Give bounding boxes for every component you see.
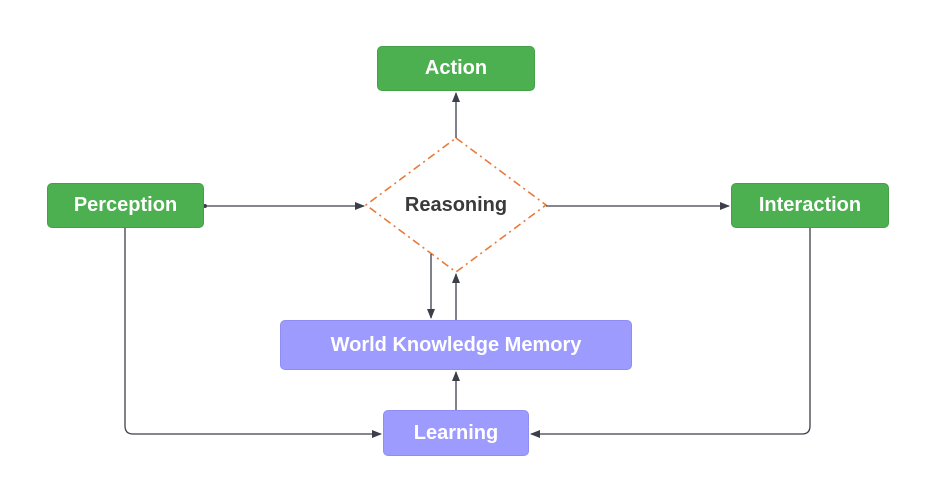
reasoning-label: Reasoning — [404, 193, 508, 216]
connector-interaction-to-learning — [530, 228, 811, 438]
perception-label: Perception — [73, 194, 178, 216]
reasoning-diamond — [364, 137, 548, 273]
action-label: Action — [424, 57, 488, 79]
reasoning-node: Reasoning — [372, 186, 540, 224]
learning-label: Learning — [413, 421, 499, 444]
learning-node: Learning — [383, 410, 529, 456]
action-node: Action — [377, 46, 535, 91]
world-knowledge-memory-node: World Knowledge Memory — [280, 320, 632, 370]
connector-start-dot — [203, 204, 207, 208]
connector-perception-to-learning — [124, 228, 382, 438]
interaction-label: Interaction — [758, 194, 862, 216]
perception-node: Perception — [47, 183, 204, 228]
world-knowledge-memory-label: World Knowledge Memory — [330, 333, 582, 356]
interaction-node: Interaction — [731, 183, 889, 228]
